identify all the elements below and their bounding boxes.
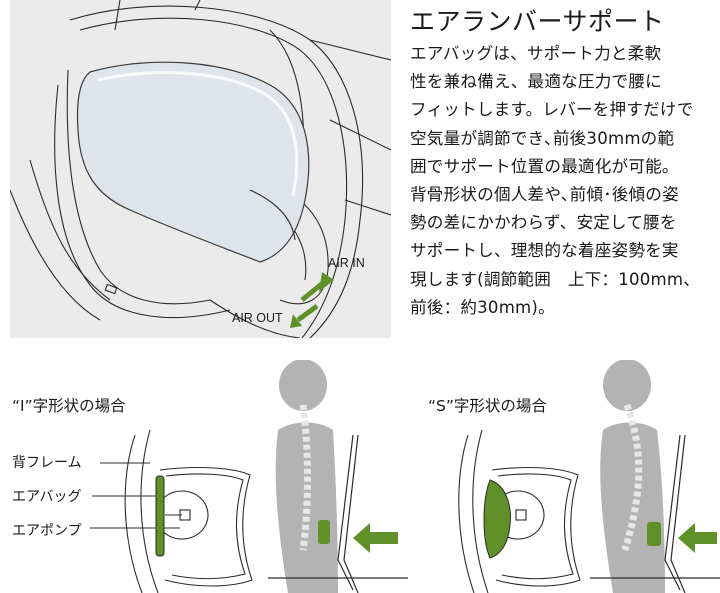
description-line: 背骨形状の個人差や､前傾･後傾の姿 — [410, 185, 679, 205]
inflated-air-bag — [483, 479, 511, 559]
air-bag-label: エアバッグ — [12, 489, 82, 505]
i-shape-posture-silhouette — [268, 360, 408, 593]
air-in-label: AIR IN — [328, 256, 365, 270]
description-line: サポートし、理想的な着座姿勢を実 — [410, 241, 679, 261]
i-shape-caption: “I”字形状の場合 — [12, 397, 126, 415]
description: エアバッグは、サポート力と柔軟 性を兼ね備え、最適な圧力で腰に フィットします。… — [410, 40, 710, 322]
i-shape-mechanism-diagram — [90, 430, 253, 593]
description-line: 前後：約30mm)。 — [410, 297, 555, 317]
s-shape-posture-silhouette — [590, 360, 720, 593]
description-line: フィットします。レバーを押すだけで — [410, 100, 694, 120]
air-cushion-pad — [76, 61, 310, 263]
description-line: 現します(調節範囲 上下：100mm、 — [410, 269, 700, 289]
air-pump-label: エアポンプ — [12, 523, 82, 539]
description-line: 空気量が調節でき､前後30mmの範 — [410, 128, 675, 148]
push-arrow-icon — [353, 523, 398, 553]
air-out-label: AIR OUT — [232, 311, 283, 325]
description-line: エアバッグは、サポート力と柔軟 — [410, 44, 662, 63]
back-frame-label: 背フレーム — [12, 455, 82, 471]
chair-back-lineart — [10, 0, 391, 338]
push-arrow-icon — [678, 523, 717, 553]
description-line: 囲でサポート位置の最適化が可能。 — [410, 156, 679, 176]
lumbar-hero-illustration: AIR IN AIR OUT — [10, 0, 391, 338]
flat-air-bag — [155, 475, 165, 557]
s-shape-mechanism-diagram — [458, 430, 581, 593]
s-shape-caption: “S”字形状の場合 — [428, 397, 547, 415]
page-title: エアランバーサポート — [410, 7, 665, 36]
description-line: 性を兼ね備え、最適な圧力で腰に — [410, 72, 662, 92]
description-line: 勢の差にかかわらず、安定して腰を — [410, 213, 677, 233]
